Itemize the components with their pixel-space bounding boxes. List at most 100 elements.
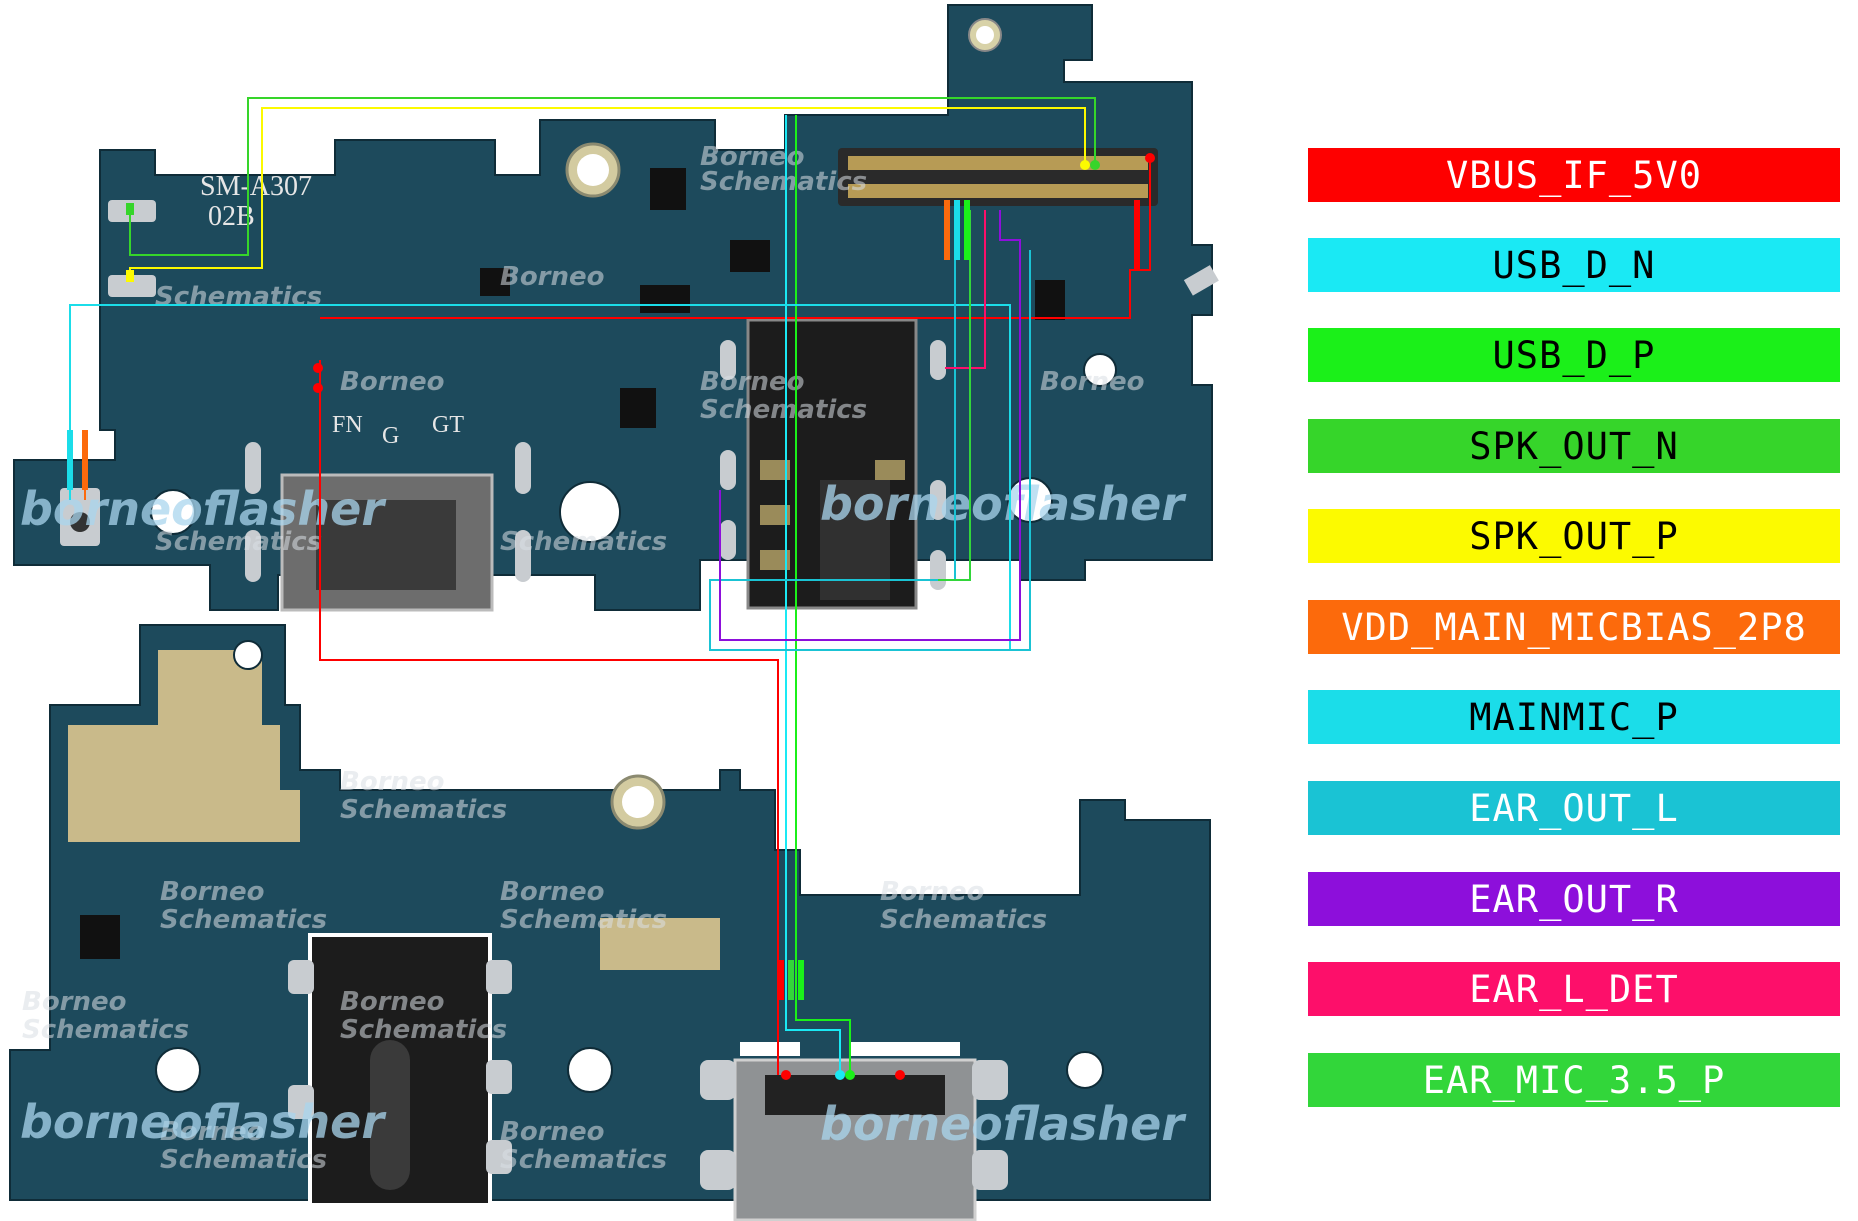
brand-watermark: borneoflasher [20, 1095, 387, 1149]
watermark-text: Borneo [700, 367, 805, 397]
silk-box [850, 1042, 960, 1056]
watermark-text: Schematics [155, 527, 322, 557]
mount-hole-center [622, 786, 654, 818]
trace-spk-out-n [129, 97, 1096, 256]
watermark-text: Schematics [340, 1015, 507, 1045]
watermarks: Borneo Schematics Borneo Schematics Born… [22, 142, 1145, 1175]
legend-item-ear-out-l: EAR_OUT_L [1308, 781, 1840, 835]
watermark-text: Borneo [500, 262, 605, 292]
ic-chip [650, 168, 686, 210]
watermark-text: Schematics [500, 905, 667, 935]
legend-item-spk-out-n: SPK_OUT_N [1308, 419, 1840, 473]
board-model-label: SM-A307 [200, 171, 312, 202]
trace-ear-out-r [719, 210, 1021, 641]
board-cutout [150, 489, 196, 535]
legend-item-spk-out-p: SPK_OUT_P [1308, 509, 1840, 563]
ic-chip [640, 285, 690, 313]
ic-chip [480, 268, 510, 296]
board-revision-label: 02B [208, 201, 255, 232]
board-cutout [559, 481, 621, 543]
watermark-text: Borneo [500, 877, 605, 907]
legend-label: EAR_MIC_3.5_P [1422, 1058, 1726, 1102]
legend-item-usb-d-n: USB_D_N [1308, 238, 1840, 292]
trace-lines [69, 97, 1151, 1075]
silk-label-gt: GT [432, 412, 464, 438]
watermark-text: Schematics [500, 1145, 667, 1175]
mount-hole [233, 640, 263, 670]
legend-item-vdd-main-micbias: VDD_MAIN_MICBIAS_2P8 [1308, 600, 1840, 654]
brand-watermarks: borneoflasher borneoflasher borneoflashe… [20, 477, 1187, 1151]
legend-label: EAR_OUT_R [1469, 877, 1679, 921]
legend-label: SPK_OUT_N [1469, 424, 1679, 468]
legend-label: VDD_MAIN_MICBIAS_2P8 [1341, 605, 1807, 649]
usb-port-opening [316, 500, 456, 590]
solder-dots [313, 153, 1155, 1080]
watermark-text: Schematics [500, 527, 667, 557]
legend-item-ear-l-det: EAR_L_DET [1308, 962, 1840, 1016]
gold-plate [68, 650, 300, 842]
watermark-text: Borneo [160, 1117, 265, 1147]
pin-markers [67, 200, 1140, 1000]
legend-item-vbus-if-5v0: VBUS_IF_5V0 [1308, 148, 1840, 202]
connector-pins-row [848, 184, 1148, 198]
watermark-text: Borneo [160, 877, 265, 907]
ic-chip [80, 915, 120, 959]
board-cutout [1066, 1051, 1104, 1089]
spk-pad [108, 275, 156, 297]
watermark-text: Schematics [160, 1145, 327, 1175]
silk-label-fn: FN [332, 412, 363, 438]
mount-hole-center [976, 26, 994, 44]
watermark-text: Schematics [700, 395, 867, 425]
watermark-text: Schematics [22, 1015, 189, 1045]
jack-pin [760, 460, 790, 480]
watermark-text: Schematics [880, 905, 1047, 935]
ic-chip [1035, 280, 1065, 320]
silk-box [740, 1042, 800, 1056]
board-cutout [1083, 353, 1117, 387]
trace-ear-l-det [945, 210, 986, 369]
trace-vbus [319, 360, 779, 1075]
watermark-text: Schematics [160, 905, 327, 935]
usb-pin-row [765, 1075, 945, 1115]
audio-jack-slot [370, 1040, 410, 1190]
bottom-board [9, 624, 1211, 1221]
jack-pin [760, 550, 790, 570]
watermark-text: Borneo [340, 767, 445, 797]
trace-ear-mic [938, 210, 971, 581]
watermark-text: Borneo [22, 987, 127, 1017]
trace-usb-d-p [795, 115, 851, 1075]
trace-vbus [320, 158, 1151, 319]
spring-contact [1183, 265, 1219, 296]
jack-pin [760, 505, 790, 525]
gold-pad [600, 918, 720, 970]
mount-hole-center [577, 154, 609, 186]
watermark-text: Borneo [340, 367, 445, 397]
watermark-text: Borneo [700, 142, 805, 172]
jack-pin [875, 460, 905, 480]
trace-spk-out-p [129, 107, 1086, 278]
watermark-text: Schematics [340, 795, 507, 825]
jack-side-pads [288, 960, 512, 1174]
ic-chip [620, 388, 656, 428]
brand-watermark: borneoflasher [820, 1097, 1187, 1151]
legend-label: EAR_OUT_L [1469, 786, 1679, 830]
ic-chip [730, 240, 770, 272]
legend-label: USB_D_N [1492, 243, 1656, 287]
usb-side-pads [700, 1060, 1008, 1190]
silk-label-g: G [382, 423, 399, 449]
legend-label: MAINMIC_P [1469, 695, 1679, 739]
legend-label: EAR_L_DET [1469, 967, 1679, 1011]
watermark-text: Schematics [155, 282, 322, 312]
legend-item-mainmic-p: MAINMIC_P [1308, 690, 1840, 744]
trace-usb-d-n [785, 115, 841, 1075]
watermark-text: Borneo [500, 1117, 605, 1147]
legend-item-ear-mic-3-5-p: EAR_MIC_3.5_P [1308, 1053, 1840, 1107]
watermark-text: Borneo [880, 877, 985, 907]
legend-label: SPK_OUT_P [1469, 514, 1679, 558]
trace-ear-out-l [709, 210, 1031, 651]
top-board: SM-A307 02B FN G GT [13, 4, 1219, 612]
legend-label: VBUS_IF_5V0 [1445, 153, 1703, 197]
board-cutout [567, 1047, 613, 1093]
brand-watermark: borneoflasher [820, 477, 1187, 531]
